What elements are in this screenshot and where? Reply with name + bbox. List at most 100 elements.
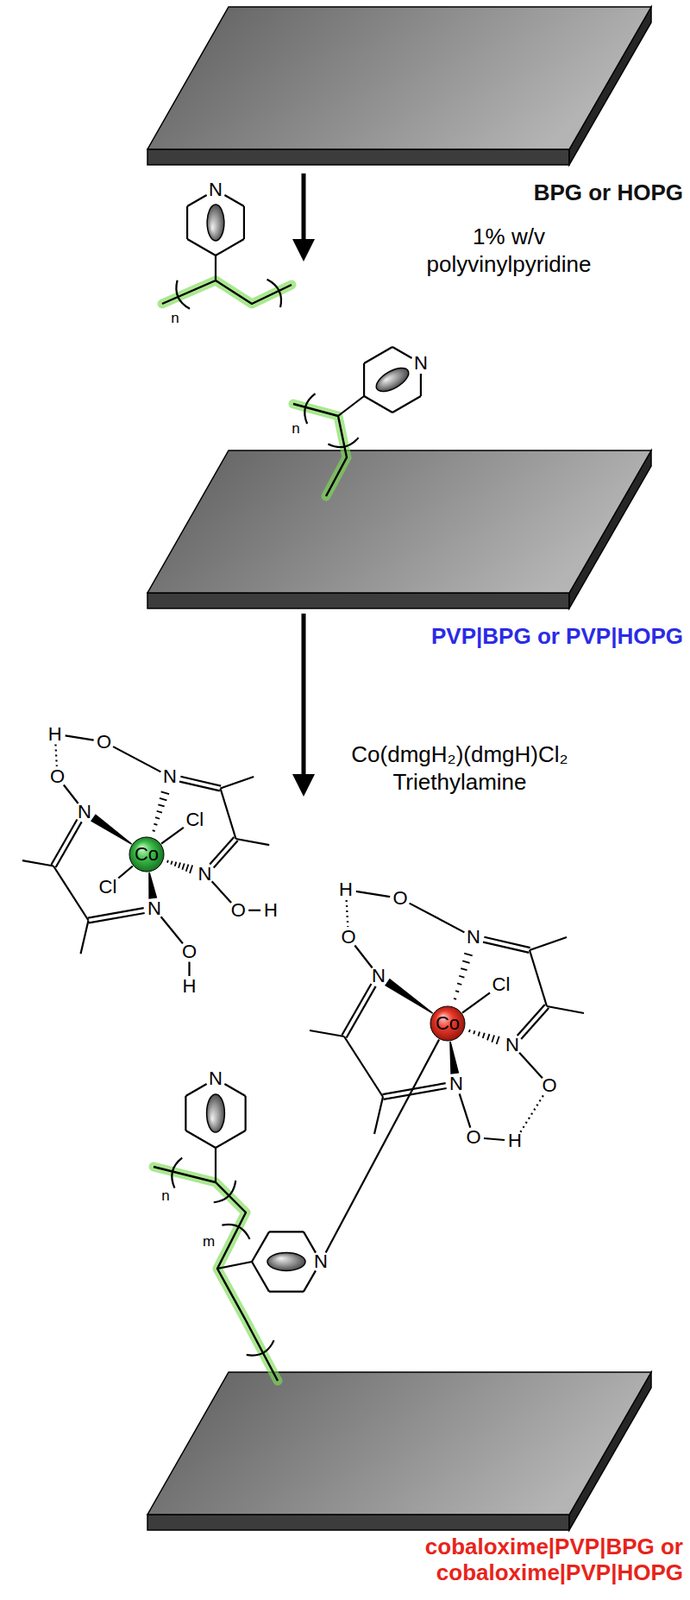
reaction-arrow [301,613,307,778]
single-bond [112,746,161,772]
atom-label: Cl [99,877,118,897]
single-bond [309,1029,345,1036]
hydrogen-bond [346,899,349,927]
double-bond [520,1007,549,1039]
atom-label: N [147,898,162,918]
hashed-bond-stroke [186,864,189,872]
atom-label: O [392,888,408,908]
hashed-bond-stroke [473,1029,475,1034]
double-bond [483,941,529,953]
electrode-shape [142,4,686,170]
hashed-bond-stroke [458,975,465,978]
atom-label: H [182,976,197,996]
cobalt-sphere [430,1005,465,1041]
hashed-bond-stroke [496,1035,500,1044]
repeat-bracket [221,1223,250,1239]
hashed-bond-stroke [487,1033,490,1040]
hashed-bond-stroke [157,803,164,806]
hashed-bond-stroke [178,862,181,868]
wedge-bond [148,871,157,899]
atom-label: n [161,1187,170,1203]
hashed-bond-stroke [181,863,184,870]
atom-label: N [208,1068,223,1088]
hashed-bond-stroke [460,967,467,970]
single-bond [251,1230,270,1261]
single-bond [187,238,216,256]
hashed-bond-stroke [189,865,193,873]
atom-label: O [541,1075,557,1095]
atom-label: O [465,1127,481,1147]
single-bond [519,1052,543,1078]
hashed-bond-stroke [462,959,470,963]
single-bond [188,961,190,977]
graphite-electrode: cobaloxime|PVP|BPG or cobaloxime|PVP|HOP… [142,797,686,1531]
single-bond [420,373,422,396]
atom-label: N [77,802,92,822]
hashed-bond-stroke [152,828,156,832]
atom-label: Co [134,844,159,864]
hashed-bond-stroke [455,990,459,992]
wedge-bond [384,978,433,1014]
atom-label: N [371,966,386,985]
single-bond [303,1269,316,1291]
hashed-bond-stroke [491,1034,495,1042]
double-bond [382,1082,446,1094]
graphite-plate-top [147,1371,652,1514]
hashed-bond-stroke [468,1028,471,1032]
atom-label: n [291,420,300,436]
reaction-arrow-group [292,613,315,797]
single-bond [63,784,79,803]
single-bond [212,880,233,903]
single-bond [392,395,421,413]
single-bond [529,949,547,1006]
double-bond [383,1087,447,1099]
double-bond [213,840,239,868]
single-bond [363,346,393,364]
single-bond [483,1137,505,1140]
double-bond [341,983,371,1035]
single-bond [251,1260,270,1292]
graphite-plate-front [147,149,570,165]
atom-label: m [202,1233,215,1249]
graphite-plate-top [147,6,652,150]
single-bond [217,1260,252,1268]
electrode-caption: PVP|BPG or PVP|HOPG [431,622,684,649]
single-bond [220,776,255,789]
atom-label: O [181,941,197,961]
reaction-condition: 1% w/v polyvinylpyridine [425,222,593,278]
repeat-bracket [213,1179,236,1202]
cobalt-sphere [129,836,164,872]
atom-label: N [414,353,428,373]
single-bond [214,1147,217,1182]
single-bond [344,1035,383,1097]
single-bond [118,865,133,879]
single-bond [374,1096,383,1134]
graphite-plate-top [147,450,652,593]
aromatic-ellipse [267,1252,306,1271]
hashed-bond-stroke [156,810,163,813]
arrowhead [292,238,315,262]
repeat-bracket [267,279,282,308]
single-bond [161,827,184,844]
double-bond [56,821,82,867]
repeat-bracket [327,437,358,447]
hashed-bond-stroke [170,860,172,865]
single-bond [186,206,189,239]
vinylpyridine-monomer [162,194,292,309]
single-bond [462,991,490,1012]
graphite-electrode: BPG or HOPG [142,4,686,170]
single-bond [65,734,95,740]
electrode-caption: cobaloxime|PVP|BPG or cobaloxime|PVP|HOP… [408,1532,684,1585]
hashed-bond-stroke [166,859,170,863]
double-bond [180,776,221,786]
electrode-caption: BPG or HOPG [533,179,684,206]
single-bond [326,1039,440,1253]
cobaloxime-reagent [22,734,270,976]
polymer-backbone [153,1166,278,1380]
aromatic-ellipse [207,204,225,241]
single-bond [215,238,245,256]
graphite-plate-front [147,1513,570,1530]
polymer-backbone [293,403,347,496]
